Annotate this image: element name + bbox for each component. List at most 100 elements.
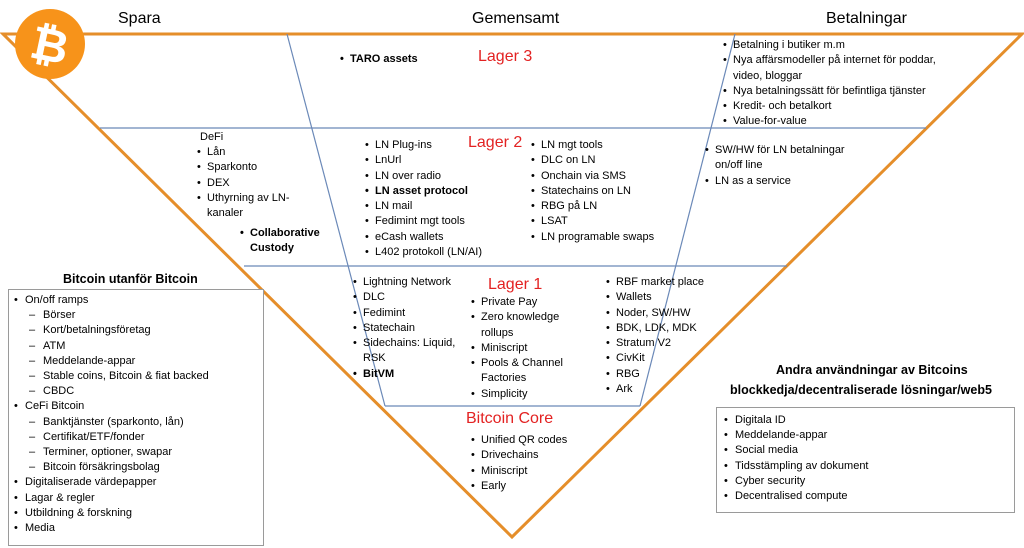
core-list: Unified QR codes Drivechains Miniscript … xyxy=(471,433,591,494)
list-item: LN over radio xyxy=(365,169,490,185)
lager-1-title: Lager 1 xyxy=(488,276,543,293)
list-item: CeFi Bitcoin xyxy=(11,399,261,414)
lager1-mid-list: Private Pay Zero knowledge rollups Minis… xyxy=(471,295,581,402)
list-item: Wallets xyxy=(606,290,726,306)
list-item: LN mgt tools xyxy=(531,138,671,154)
list-item: Banktjänster (sparkonto, lån) xyxy=(11,415,261,430)
list-item: Betalning i butiker m.m xyxy=(723,38,963,54)
list-item: Sparkonto xyxy=(197,160,297,176)
box-right-title-line1: Andra användningar av Bitcoins xyxy=(776,363,968,377)
defi-list: Lån Sparkonto DEX Uthyrning av LN-kanale… xyxy=(197,145,297,221)
box-right-title-line2: blockkedja/decentraliserade lösningar/we… xyxy=(730,383,992,397)
list-item: SW/HW för LN betalningar on/off line xyxy=(705,143,845,174)
list-item: ATM xyxy=(11,339,261,354)
header-betalningar: Betalningar xyxy=(826,10,907,27)
list-item: Lightning Network xyxy=(353,275,465,291)
list-item: LnUrl xyxy=(365,153,490,169)
lager-3-title: Lager 3 xyxy=(478,48,533,65)
list-item: Private Pay xyxy=(471,295,581,311)
list-item: Miniscript xyxy=(471,341,581,357)
list-item: LN asset protocol xyxy=(365,184,490,200)
lager2-mid2-list: LN mgt tools DLC on LN Onchain via SMS S… xyxy=(531,138,671,245)
list-item: Early xyxy=(471,479,591,495)
list-item: Zero knowledge rollups xyxy=(471,310,581,341)
box-right-list: Digitala ID Meddelande-appar Social medi… xyxy=(721,413,1011,504)
list-item: Bitcoin försäkringsbolag xyxy=(11,460,261,475)
list-item: Meddelande-appar xyxy=(721,428,1011,443)
list-item: Lån xyxy=(197,145,297,161)
list-item: CivKit xyxy=(606,351,726,367)
list-item: Statechain xyxy=(353,321,465,337)
custody-list: Collaborative Custody xyxy=(240,226,340,257)
list-item: RBG på LN xyxy=(531,199,671,215)
list-item: DLC xyxy=(353,290,465,306)
list-item: RBG xyxy=(606,367,726,383)
list-item: Nya betalningssätt för befintliga tjänst… xyxy=(723,84,963,100)
list-item: Decentralised compute xyxy=(721,489,1011,504)
list-item: LN Plug-ins xyxy=(365,138,490,154)
box-left-list: On/off ramps Börser Kort/betalningsföret… xyxy=(11,293,261,536)
list-item: Terminer, optioner, swapar xyxy=(11,445,261,460)
lager3-center-list: TARO assets xyxy=(340,52,460,68)
bitcoin-logo-circle xyxy=(15,9,85,79)
list-item: BitVM xyxy=(353,367,465,383)
list-item: Kredit- och betalkort xyxy=(723,99,963,115)
list-item: BDK, LDK, MDK xyxy=(606,321,726,337)
list-item: Lagar & regler xyxy=(11,491,261,506)
list-item: Fedimint xyxy=(353,306,465,322)
lager2-mid1-list: LN Plug-ins LnUrl LN over radio LN asset… xyxy=(365,138,490,261)
list-item: LN as a service xyxy=(705,174,845,190)
list-item: Fedimint mgt tools xyxy=(365,214,490,230)
list-item: Stratum V2 xyxy=(606,336,726,352)
list-item: Unified QR codes xyxy=(471,433,591,449)
list-item: Media xyxy=(11,521,261,536)
list-item: Ark xyxy=(606,382,726,398)
list-item: DEX xyxy=(197,176,297,192)
list-item: LN mail xyxy=(365,199,490,215)
list-item: DLC on LN xyxy=(531,153,671,169)
list-item: Onchain via SMS xyxy=(531,169,671,185)
lager3-right-list: Betalning i butiker m.m Nya affärsmodell… xyxy=(723,38,963,130)
lager1-left-list: Lightning Network DLC Fedimint Statechai… xyxy=(353,275,465,382)
list-item: Stable coins, Bitcoin & fiat backed xyxy=(11,369,261,384)
list-item: Social media xyxy=(721,443,1011,458)
list-item: On/off ramps xyxy=(11,293,261,308)
list-item: TARO assets xyxy=(340,52,460,68)
list-item: Digitala ID xyxy=(721,413,1011,428)
list-item: RBF market place xyxy=(606,275,726,291)
list-item: LN programable swaps xyxy=(531,230,671,246)
list-item: Simplicity xyxy=(471,387,581,403)
list-item: Kort/betalningsföretag xyxy=(11,323,261,338)
list-item: Sidechains: Liquid, RSK xyxy=(353,336,465,367)
list-item: Nya affärsmodeller på internet för podda… xyxy=(723,53,963,84)
box-left: On/off ramps Börser Kort/betalningsföret… xyxy=(8,289,264,546)
list-item: Collaborative Custody xyxy=(240,226,340,257)
list-item: Utbildning & forskning xyxy=(11,506,261,521)
list-item: CBDC xyxy=(11,384,261,399)
list-item: Pools & Channel Factories xyxy=(471,356,581,387)
list-item: LSAT xyxy=(531,214,671,230)
list-item: Meddelande-appar xyxy=(11,354,261,369)
list-item: Digitaliserade värdepapper xyxy=(11,475,261,490)
list-item: L402 protokoll (LN/AI) xyxy=(365,245,490,261)
list-item: Noder, SW/HW xyxy=(606,306,726,322)
bitcoin-core-title: Bitcoin Core xyxy=(466,410,554,427)
list-item: Tidsstämpling av dokument xyxy=(721,459,1011,474)
inverted-triangle xyxy=(0,32,1024,540)
list-item: Certifikat/ETF/fonder xyxy=(11,430,261,445)
list-item: Statechains on LN xyxy=(531,184,671,200)
header-spara: Spara xyxy=(118,10,161,27)
lager2-right-list: SW/HW för LN betalningar on/off line LN … xyxy=(705,143,845,189)
list-item: Value-for-value xyxy=(723,114,963,130)
list-item: eCash wallets xyxy=(365,230,490,246)
list-item: Drivechains xyxy=(471,448,591,464)
box-right: Digitala ID Meddelande-appar Social medi… xyxy=(716,407,1015,513)
list-item: Uthyrning av LN-kanaler xyxy=(197,191,297,222)
list-item: Miniscript xyxy=(471,464,591,480)
defi-heading: DeFi xyxy=(200,131,224,143)
box-left-title: Bitcoin utanför Bitcoin xyxy=(63,272,198,286)
header-gemensamt: Gemensamt xyxy=(472,10,560,27)
list-item: Börser xyxy=(11,308,261,323)
lager1-right-list: RBF market place Wallets Noder, SW/HW BD… xyxy=(606,275,726,398)
